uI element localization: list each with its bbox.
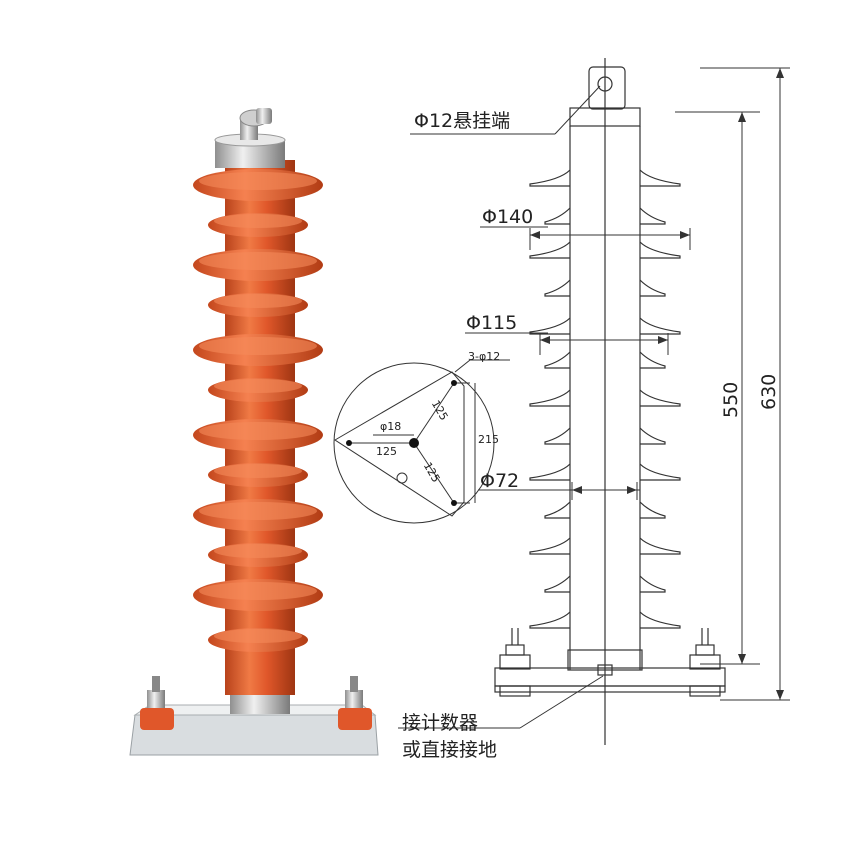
outline-shed xyxy=(529,537,681,555)
outline-shed xyxy=(529,463,681,481)
outline-shed xyxy=(544,501,666,519)
photo-shed-highlight xyxy=(214,544,302,558)
photo-shed-highlight xyxy=(199,172,317,190)
diameter-140-label: Φ140 xyxy=(482,206,534,228)
outline-shed xyxy=(529,169,681,187)
photo-shed-highlight xyxy=(214,464,302,478)
counter-label-line1: 接计数器 xyxy=(402,712,479,734)
outline-shed xyxy=(544,575,666,593)
outline-shed xyxy=(529,241,681,259)
photo-shed-highlight xyxy=(199,252,317,270)
photo-shed-highlight xyxy=(214,629,302,643)
base-center-hole-label: φ18 xyxy=(380,420,402,433)
base-foot-right xyxy=(338,708,372,730)
outline-shed xyxy=(544,427,666,445)
counter-label-line2: 或直接接地 xyxy=(402,739,498,761)
height-630-label: 630 xyxy=(758,373,780,410)
photo-shed-highlight xyxy=(199,502,317,520)
base-dim-125-left-label: 125 xyxy=(376,445,397,458)
outline-shed xyxy=(529,317,681,335)
photo-shed-highlight xyxy=(214,379,302,393)
height-550-label: 550 xyxy=(720,381,742,418)
outline-shed xyxy=(544,351,666,369)
suspension-end-label: Φ12悬挂端 xyxy=(414,110,511,132)
photo-shed-highlight xyxy=(199,582,317,600)
diameter-115-label: Φ115 xyxy=(466,312,518,334)
outline-shed xyxy=(544,207,666,225)
outline-shed xyxy=(544,279,666,297)
photo-shed-highlight xyxy=(214,294,302,308)
base-dim-215-label: 215 xyxy=(478,433,499,446)
base-holes-label: 3-φ12 xyxy=(468,350,501,363)
photo-shed-highlight xyxy=(214,214,302,228)
photo-shed-highlight xyxy=(199,337,317,355)
diameter-72-label: Φ72 xyxy=(480,470,520,492)
outline-shed xyxy=(529,389,681,407)
base-foot-left xyxy=(140,708,174,730)
photo-shed-highlight xyxy=(199,422,317,440)
outline-shed xyxy=(529,611,681,629)
